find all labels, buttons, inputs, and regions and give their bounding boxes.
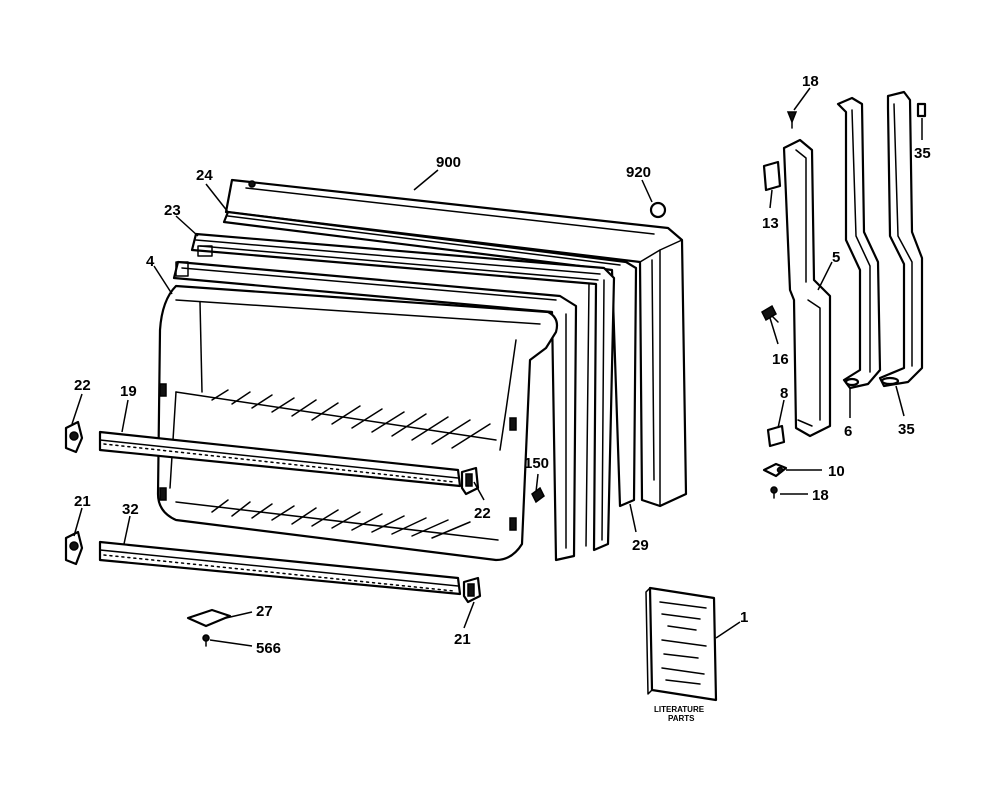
- screw-16: [761, 304, 779, 323]
- leader-lines: [71, 87, 923, 647]
- callout-18-bottom: 18: [812, 487, 829, 504]
- end-cap-22-left: [64, 420, 84, 454]
- end-cap-21-left: [64, 530, 84, 566]
- literature-booklet: [645, 586, 718, 702]
- washer-10: [762, 462, 788, 478]
- literature-label-line2: PARTS: [668, 714, 695, 723]
- screw-18-bottom: [770, 486, 778, 499]
- clip-35: [916, 102, 927, 118]
- callout-18-top: 18: [802, 73, 819, 90]
- callout-5: 5: [832, 249, 840, 266]
- screw-566: [202, 634, 210, 647]
- door-liner-frame: [190, 232, 616, 552]
- callout-35-bottom: 35: [898, 421, 915, 438]
- callout-13: 13: [762, 215, 779, 232]
- callout-labels: 900 920 24 23 4 22 19 22 150 21 32 21 27…: [74, 73, 931, 723]
- callout-1: 1: [740, 609, 748, 626]
- callout-900: 900: [436, 154, 461, 171]
- callout-21-right: 21: [454, 631, 471, 648]
- end-cap-21-right: [462, 576, 482, 604]
- door-shelf-bar-19: [98, 430, 462, 488]
- callout-4: 4: [146, 253, 155, 270]
- callout-22-left: 22: [74, 377, 91, 394]
- literature-label-line1: LITERATURE: [654, 705, 705, 714]
- callout-10: 10: [828, 463, 845, 480]
- callout-27: 27: [256, 603, 273, 620]
- insert-13: [762, 160, 782, 192]
- hinge-6: [836, 96, 882, 390]
- hinge-35: [878, 90, 924, 388]
- end-cap-22-right: [460, 466, 480, 496]
- callout-29: 29: [632, 537, 649, 554]
- inner-door-liner: [156, 284, 559, 562]
- callout-23: 23: [164, 202, 181, 219]
- callout-6: 6: [844, 423, 852, 440]
- door-shell: [172, 260, 578, 562]
- callout-35-top: 35: [914, 145, 931, 162]
- callout-16: 16: [772, 351, 789, 368]
- callout-920: 920: [626, 164, 651, 181]
- callout-32: 32: [122, 501, 139, 518]
- screw-18-top: [786, 111, 798, 129]
- callout-8: 8: [780, 385, 788, 402]
- callout-21-left: 21: [74, 493, 91, 510]
- screw-150: [531, 486, 545, 504]
- callout-19: 19: [120, 383, 137, 400]
- callout-150: 150: [524, 455, 549, 472]
- callout-22-right: 22: [474, 505, 491, 522]
- callout-566: 566: [256, 640, 281, 657]
- hinge-bracket-5: [782, 138, 832, 438]
- callout-24: 24: [196, 167, 213, 184]
- door-shelf-bar-32: [98, 540, 462, 596]
- hinge-pin-8: [766, 424, 786, 448]
- door-gasket: [222, 210, 638, 508]
- plug-920: [649, 201, 667, 219]
- plate-27: [186, 608, 232, 628]
